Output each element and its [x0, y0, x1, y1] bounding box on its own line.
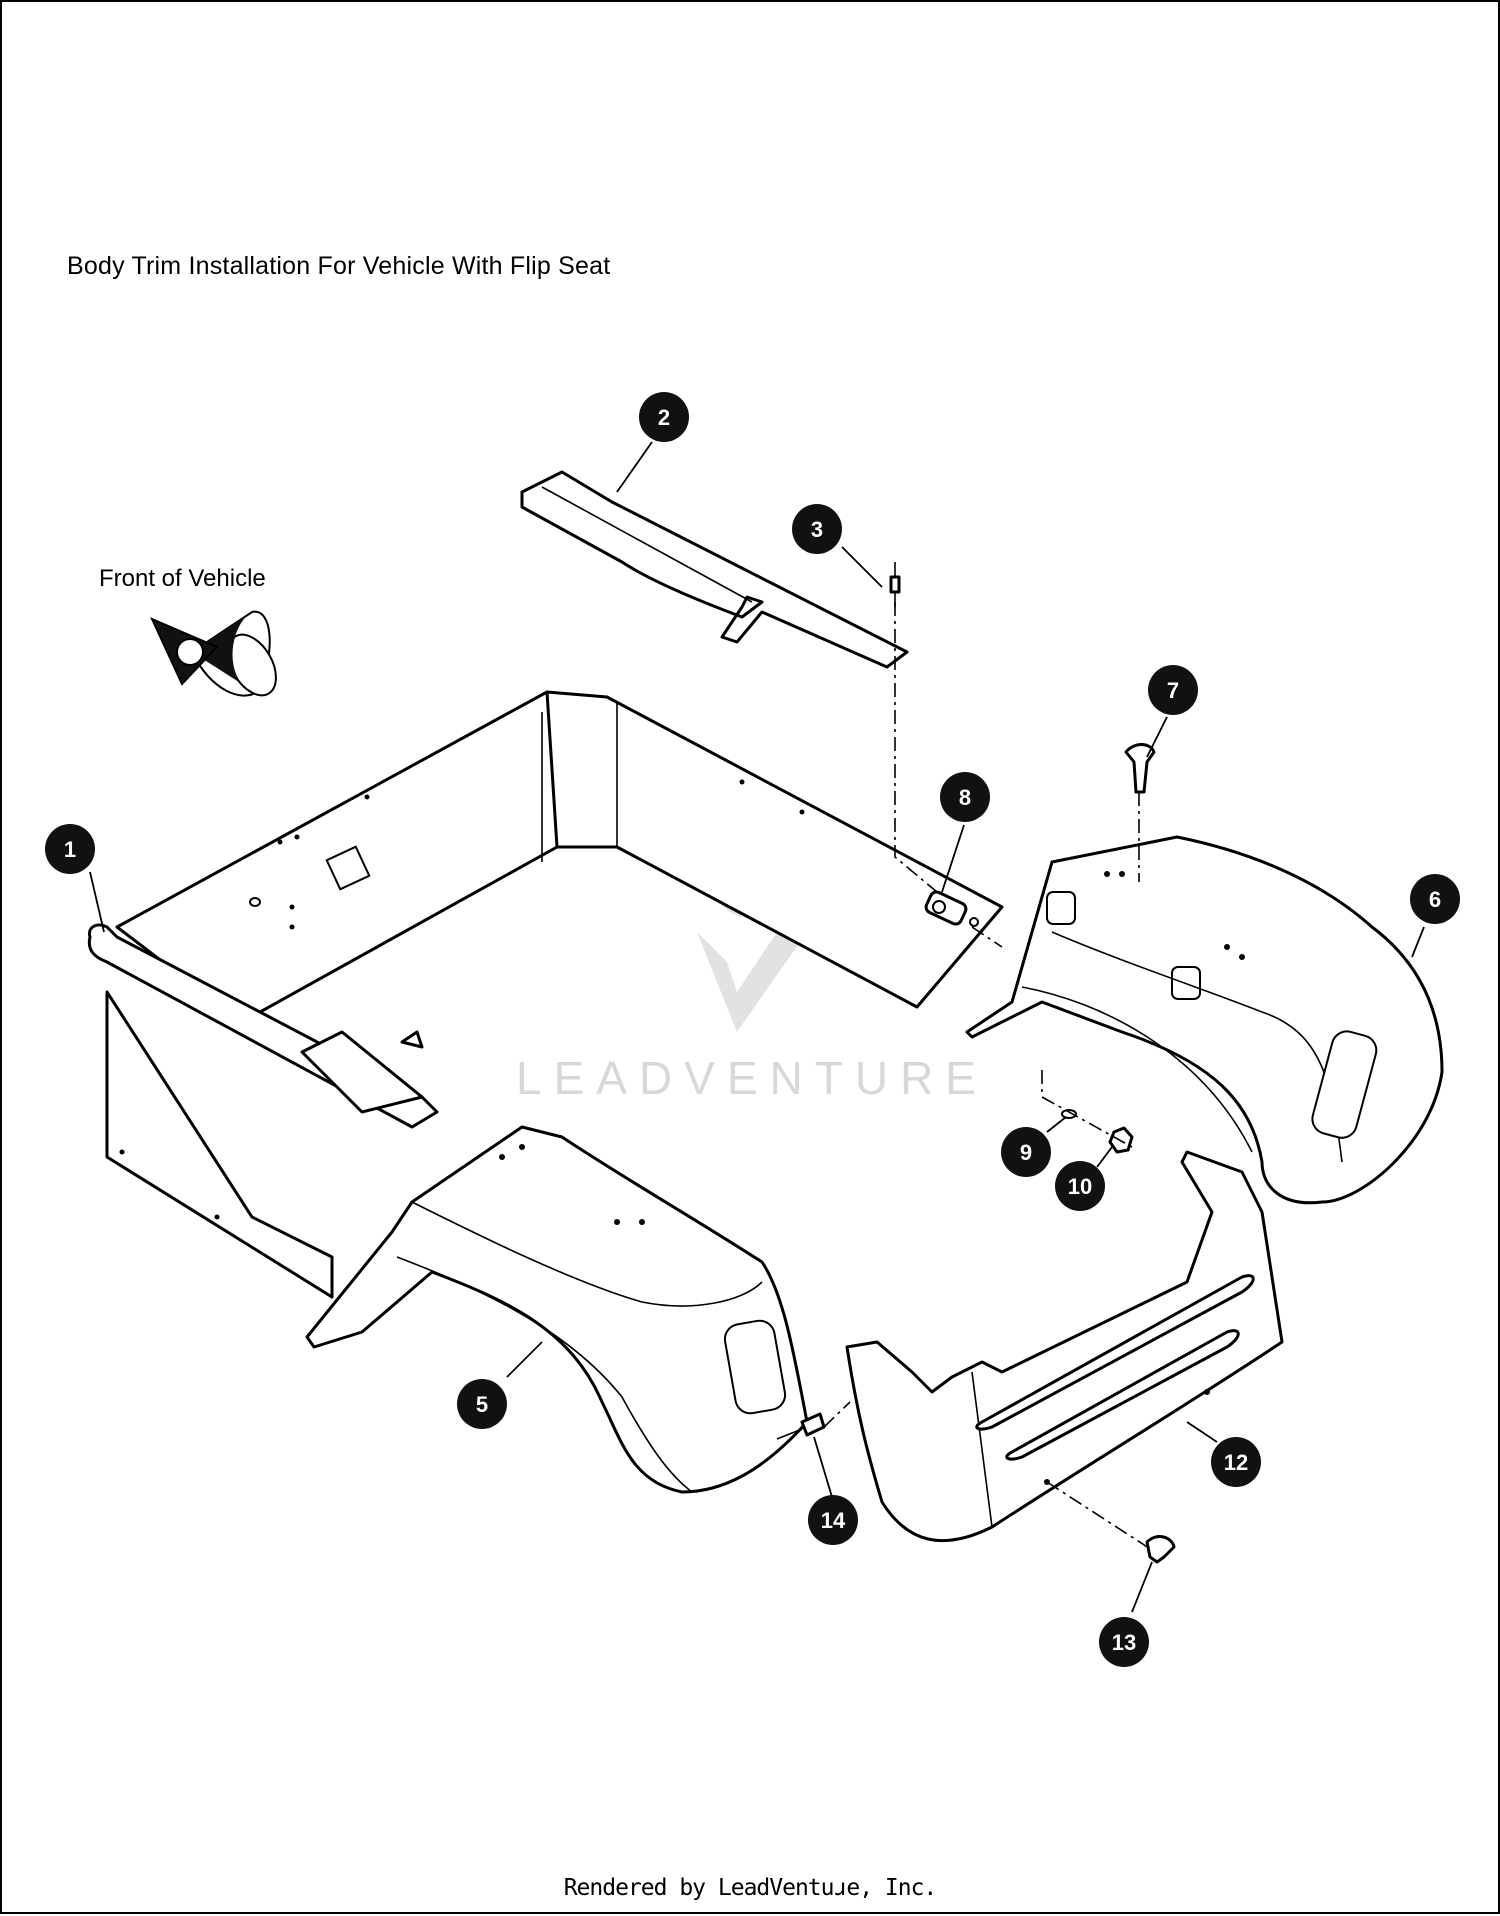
right-fender-part-6 [965, 835, 1444, 1205]
svg-text:1: 1 [64, 837, 76, 862]
callout-part-14[interactable]: 14 [808, 1495, 858, 1545]
diagram-title: Body Trim Installation For Vehicle With … [67, 252, 611, 280]
callout-part-7[interactable]: 7 [1148, 665, 1198, 715]
callout-part-12[interactable]: 12 [1211, 1437, 1261, 1487]
trim-bracket-part-2 [520, 470, 909, 669]
front-of-vehicle-label: Front of Vehicle [99, 565, 266, 592]
fastener-part-3 [889, 562, 901, 607]
callout-part-8[interactable]: 8 [940, 772, 990, 822]
watermark-text: LEADVENTURE [516, 1052, 988, 1104]
callout-part-6[interactable]: 6 [1410, 874, 1460, 924]
svg-text:14: 14 [821, 1508, 846, 1533]
callout-part-13[interactable]: 13 [1099, 1617, 1149, 1667]
svg-text:8: 8 [959, 785, 971, 810]
watermark-v-icon [697, 932, 807, 1032]
rear-panel-part-12 [845, 1150, 1284, 1543]
svg-text:12: 12 [1224, 1450, 1248, 1475]
svg-text:10: 10 [1068, 1174, 1092, 1199]
washer-part-9 [1061, 1109, 1077, 1119]
svg-text:3: 3 [811, 517, 823, 542]
fastener-part-13 [1145, 1535, 1176, 1564]
cargo-bed-part-1 [87, 690, 1004, 1299]
render-credit-footer: Rendered by LeadVentuɹe, Inc. [563, 1875, 938, 1901]
svg-text:6: 6 [1429, 887, 1441, 912]
svg-text:5: 5 [476, 1392, 488, 1417]
callout-part-3[interactable]: 3 [792, 504, 842, 554]
callout-part-9[interactable]: 9 [1001, 1127, 1051, 1177]
svg-text:2: 2 [658, 405, 670, 430]
bracket-part-8 [924, 890, 979, 927]
svg-text:13: 13 [1112, 1630, 1136, 1655]
svg-text:7: 7 [1167, 678, 1179, 703]
left-fender-part-5 [305, 1125, 809, 1494]
svg-text:9: 9 [1020, 1140, 1032, 1165]
callout-part-5[interactable]: 5 [457, 1379, 507, 1429]
callout-part-10[interactable]: 10 [1055, 1161, 1105, 1211]
callout-part-2[interactable]: 2 [639, 392, 689, 442]
front-direction-arrow-icon [149, 610, 277, 697]
callout-part-1[interactable]: 1 [45, 824, 95, 874]
